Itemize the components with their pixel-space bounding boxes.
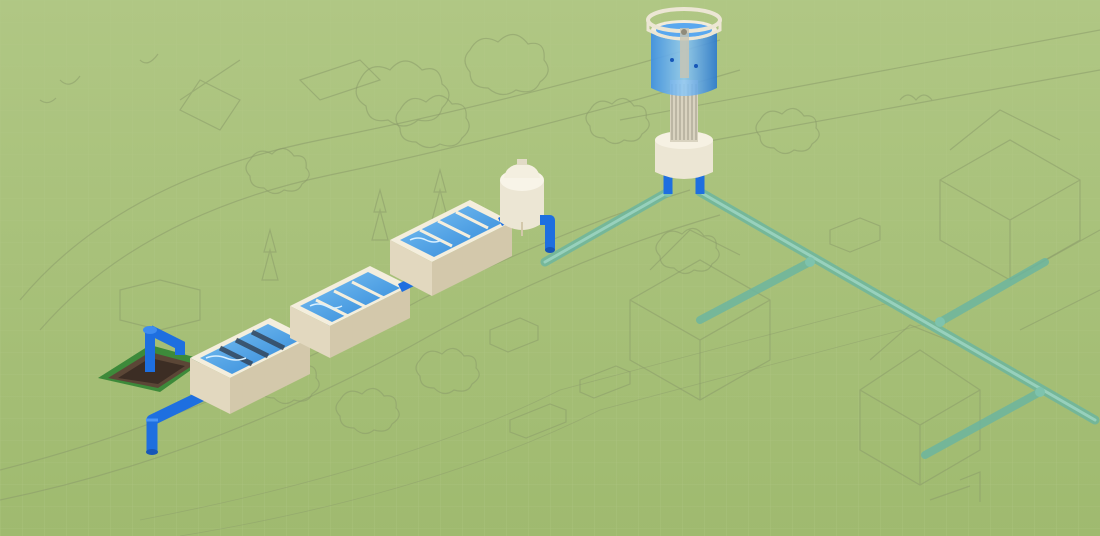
- water-tower: [646, 7, 722, 194]
- storage-outlet-pipe: [540, 215, 555, 253]
- intake-well: [98, 325, 205, 392]
- tank-filtration: [390, 200, 512, 296]
- distribution-pipe-network: [540, 187, 1100, 459]
- tank-sedimentation: [290, 266, 410, 358]
- inlet-pipe: [146, 387, 213, 455]
- tank-coagulation: [190, 318, 310, 414]
- storage-tank: [500, 159, 544, 236]
- pencil-sketch-layer: [0, 29, 1100, 536]
